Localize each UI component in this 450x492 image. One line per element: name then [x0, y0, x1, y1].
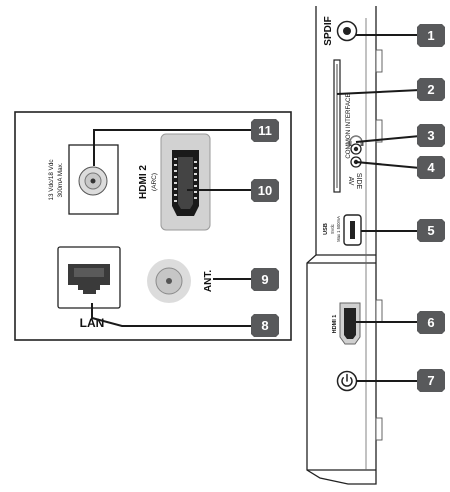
callout-8: 8 — [251, 314, 279, 337]
hdmi2-port: HDMI 2 (ARC) — [138, 133, 211, 231]
usb-port: USB 5Vdc Max 1 500mA — [323, 214, 362, 246]
rear-panel-frame — [14, 111, 292, 341]
callout-leaders — [91, 34, 421, 382]
dc-power-line1: 13 Vdc/18 Vdc — [48, 160, 55, 201]
common-interface-slot: COMMON INTERFACE — [333, 59, 352, 193]
headphone-port — [348, 135, 364, 155]
usb-spec1: 5Vdc — [330, 224, 335, 234]
usb-icon — [343, 214, 362, 246]
coax-icon — [147, 259, 191, 303]
hdmi1-port: HDMI 1 — [332, 302, 361, 345]
callout-6-label: 6 — [427, 315, 434, 330]
callout-10: 10 — [251, 179, 279, 202]
callout-4-label: 4 — [427, 160, 435, 175]
callout-5-label: 5 — [427, 223, 434, 238]
spdif-label: SPDIF — [323, 16, 334, 45]
callout-1: 1 — [417, 24, 445, 47]
side-av-label1: SIDE — [355, 173, 362, 190]
callout-11: 11 — [251, 119, 279, 142]
callout-badges: 1 2 3 4 5 6 7 8 — [251, 24, 445, 392]
hdmi2-sublabel: (ARC) — [151, 173, 158, 191]
callout-9: 9 — [251, 268, 279, 291]
callout-4: 4 — [417, 156, 445, 179]
callout-1-label: 1 — [427, 28, 434, 43]
side-panel-outline — [306, 6, 377, 485]
callout-7: 7 — [417, 369, 445, 392]
callout-2: 2 — [417, 78, 445, 101]
hdmi1-label: HDMI 1 — [332, 315, 338, 334]
callout-10-label: 10 — [258, 183, 272, 198]
callout-11-label: 11 — [258, 123, 272, 138]
callout-3-label: 3 — [427, 128, 434, 143]
callout-9-label: 9 — [261, 272, 268, 287]
antenna-port: ANT. — [147, 259, 214, 303]
side-connector-panel: SPDIF COMMON INTERFACE SIDE AV — [306, 6, 383, 485]
usb-label: USB — [323, 223, 329, 235]
ethernet-icon — [68, 264, 110, 294]
coax-icon — [78, 166, 108, 196]
usb-spec2: Max 1 500mA — [336, 216, 341, 242]
callout-5: 5 — [417, 219, 445, 242]
callout-7-label: 7 — [427, 373, 434, 388]
side-av-label2: AV — [347, 177, 354, 186]
hdmi-icon — [160, 133, 211, 231]
callout-2-label: 2 — [427, 82, 434, 97]
dc-power-line2: 300mA Max. — [57, 162, 64, 197]
rear-connector-panel: 13 Vdc/18 Vdc 300mA Max. HDMI 2 (ARC) — [14, 111, 292, 341]
antenna-label: ANT. — [203, 270, 214, 292]
headphone-icon — [348, 135, 364, 146]
power-button — [336, 370, 358, 392]
callout-8-label: 8 — [261, 318, 268, 333]
hdmi2-label: HDMI 2 — [138, 165, 149, 199]
callout-6: 6 — [417, 311, 445, 334]
common-interface-label: COMMON INTERFACE — [345, 93, 352, 158]
power-icon — [341, 373, 353, 387]
hdmi-icon — [339, 302, 361, 345]
spdif-port: SPDIF — [323, 16, 358, 46]
callout-3: 3 — [417, 124, 445, 147]
